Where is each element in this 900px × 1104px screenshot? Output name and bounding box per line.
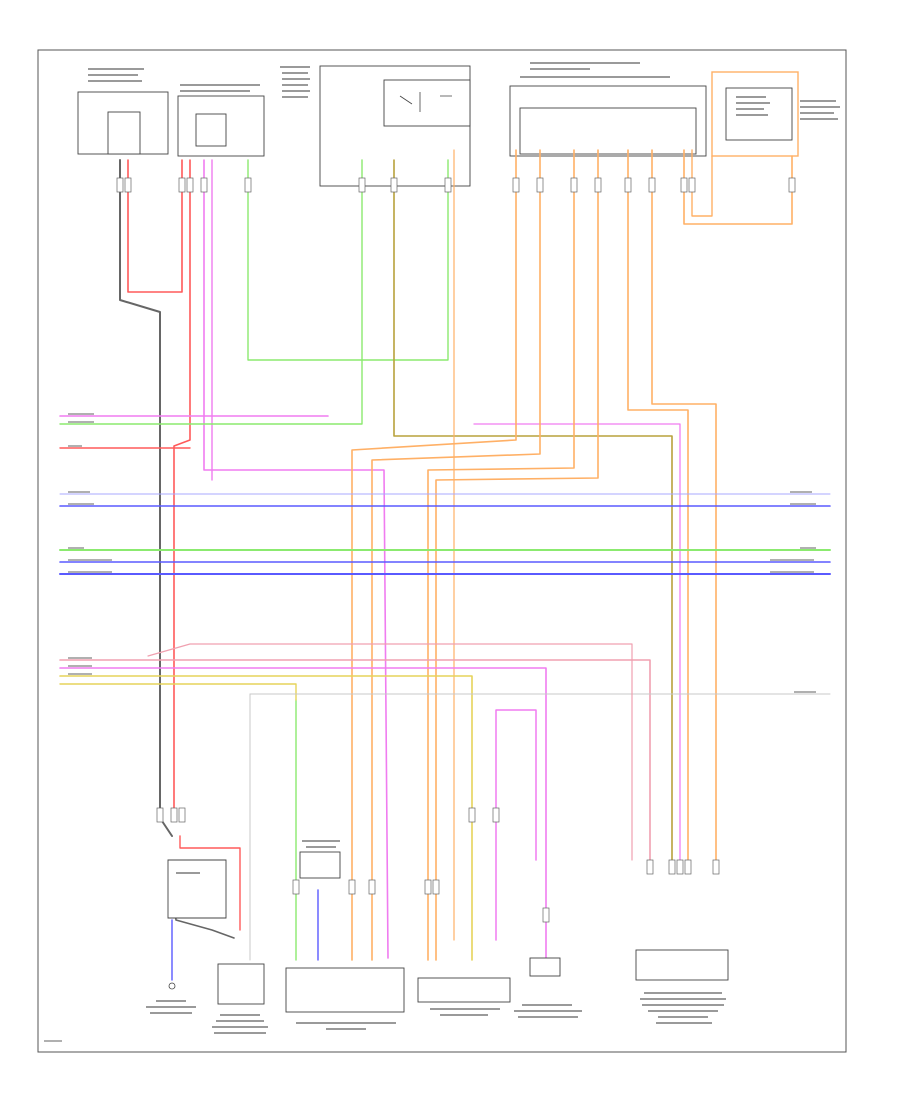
wire-orange-5 [627,149,689,861]
wire-gray-main [119,159,173,837]
battery-box [167,859,227,919]
diagram-frame [37,49,847,1053]
wire-olive-1 [393,159,673,861]
connector-6 [244,177,252,193]
connector-b5 [492,807,500,823]
module-bottom-4 [635,949,729,981]
connector-b13 [348,879,356,895]
connector-16 [680,177,688,193]
wire-orange-2 [371,149,541,961]
wire-pink-5 [495,709,537,941]
battery-fuse-box [217,963,265,1005]
connector-18 [788,177,796,193]
edge-wire-labels [44,413,816,1042]
relay-symbol [399,92,452,112]
wire-red-1 [127,159,183,293]
top-components [77,62,840,187]
connector-11 [536,177,544,193]
wires [59,149,831,981]
wire-pink-bus [59,667,547,961]
module-bottom-2 [417,977,511,1003]
wire-pink-4 [473,423,681,861]
connector-b4 [468,807,476,823]
connector-b9 [676,859,684,875]
connector-b14 [368,879,376,895]
relay-box [383,79,471,127]
wire-orange-1 [351,149,517,961]
wire-orange-4 [435,149,599,961]
connector-b15 [424,879,432,895]
wire-pink-drop [147,643,633,861]
connector-b16 [432,879,440,895]
connector-9 [444,177,452,193]
connector-3 [178,177,186,193]
wire-orange-3 [427,149,575,961]
connector-14 [624,177,632,193]
wire-pink-2 [203,159,389,959]
top-label-blocks [88,62,840,120]
wire-orange-7 [683,149,793,225]
connector-b7 [646,859,654,875]
connector-17 [688,177,696,193]
component-box-top-left-inner [107,111,141,155]
connector-markers [116,177,796,923]
connector-2 [124,177,132,193]
connector-15 [648,177,656,193]
connector-8 [390,177,398,193]
bottom-label-blocks [146,840,726,1034]
connector-4 [186,177,194,193]
wire-green-2 [59,159,363,425]
connector-b10 [684,859,692,875]
connector-5 [200,177,208,193]
connector-b11 [712,859,720,875]
ground-symbol-left [168,982,176,990]
connector-b12 [292,879,300,895]
connector-b1 [156,807,164,823]
bottom-components [146,840,729,1034]
connector-13 [594,177,602,193]
wire-red-4 [179,835,241,931]
component-box-top-2-inner [195,113,227,147]
wire-yellow-bus-2 [59,683,297,701]
module-bottom-3 [529,957,561,977]
wire-green-1 [247,159,449,361]
connector-12 [570,177,578,193]
module-bottom-1-tag [299,851,341,879]
wire-rose-bus [59,659,651,861]
wire-orange-6 [651,149,717,861]
module-bottom-1 [285,967,405,1013]
connector-b2 [170,807,178,823]
connector-b3 [178,807,186,823]
wire-red-2 [173,159,191,821]
component-box-top-right-inner [519,107,697,155]
connector-b8 [668,859,676,875]
connector-1 [116,177,124,193]
connector-10 [512,177,520,193]
connector-b6 [542,907,550,923]
connector-7 [358,177,366,193]
wire-yellow-bus [59,675,473,961]
